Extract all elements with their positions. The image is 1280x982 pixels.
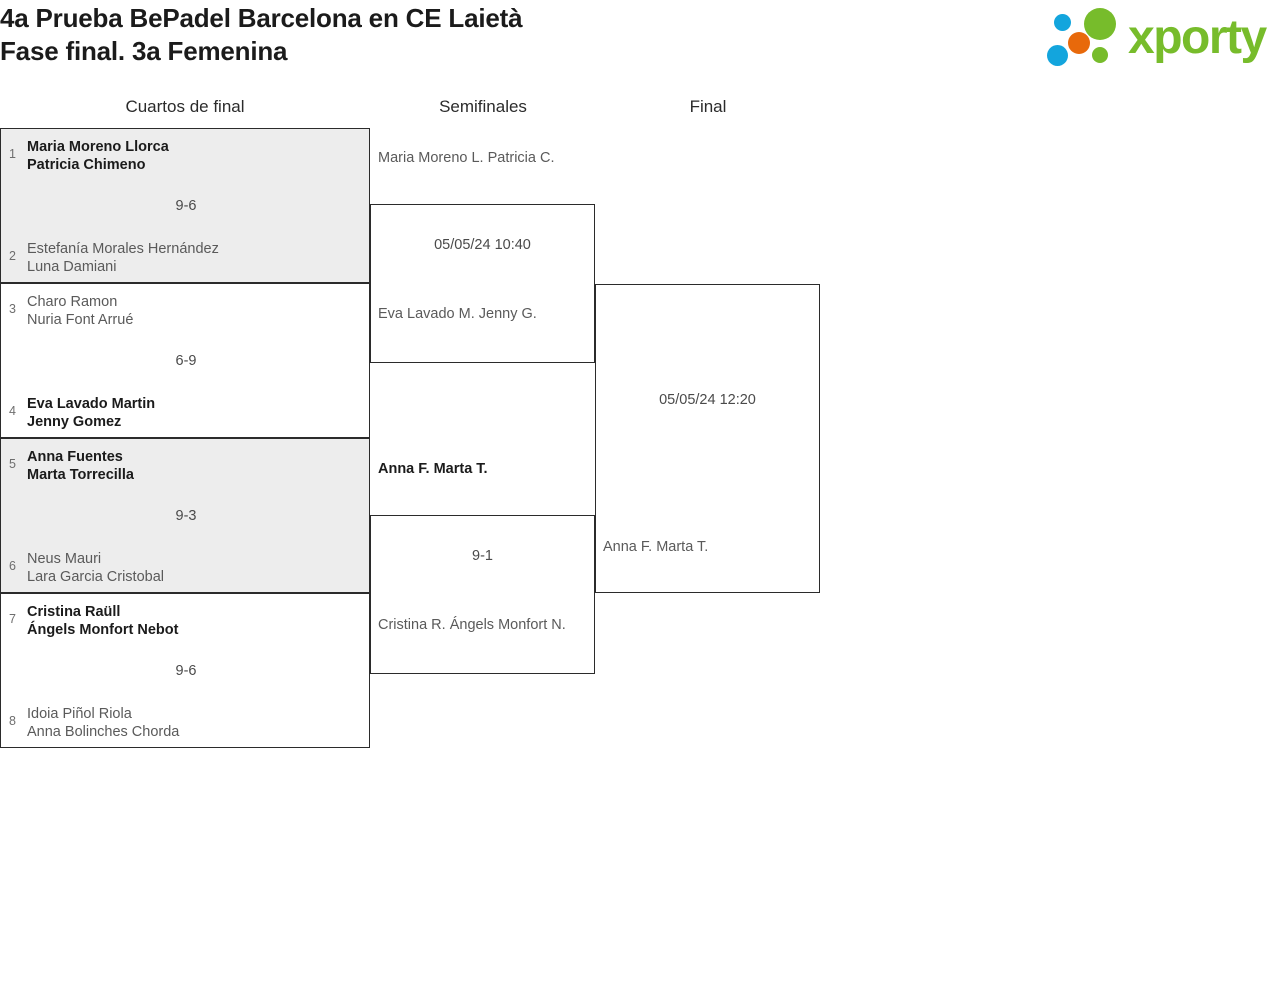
round-header-final: Final [689,97,727,116]
player-name: Nuria Font Arrué [27,312,134,328]
player-name: Patricia C. [487,150,555,166]
logo-dot-green-large-icon [1084,8,1116,40]
logo-dot-blue-top-icon [1054,14,1071,31]
team-slot-top: Maria Moreno Llorca Patricia Chimeno [27,138,169,174]
player-name: Neus Mauri [27,551,102,567]
match-schedule: 05/05/24 12:20 [659,392,756,408]
quarterfinal-match-3[interactable]: 5 Anna Fuentes Marta Torrecilla 9-3 6 Ne… [0,438,370,593]
team-slot-bottom: Estefanía Morales Hernández Luna Damiani [27,240,219,276]
player-name: Anna F. [603,539,653,555]
player-name: Estefanía Morales Hernández [27,241,219,257]
seed-number: 6 [9,559,16,573]
match-score: 6-9 [175,353,197,369]
quarterfinal-match-1[interactable]: 1 Maria Moreno Llorca Patricia Chimeno 9… [0,128,370,283]
seed-number: 4 [9,404,16,418]
player-name: Cristina R. [378,617,446,633]
player-name: Jenny Gomez [27,414,122,430]
seed-number: 3 [9,302,16,316]
team-slot-bottom: Anna F. Marta T. [603,538,708,556]
team-slot-top: Cristina Raüll Ángels Monfort Nebot [27,603,178,639]
player-name: Eva Lavado Martin [27,396,156,412]
player-name: Cristina Raüll [27,604,121,620]
seed-number: 1 [9,147,16,161]
final-match[interactable]: 05/05/24 12:20 Anna F. Marta T. [595,284,820,593]
page-title: 4a Prueba BePadel Barcelona en CE Laietà… [0,2,900,68]
team-slot-top: Charo Ramon Nuria Font Arrué [27,293,133,329]
match-score: 9-6 [175,663,197,679]
player-name: Luna Damiani [27,259,117,275]
logo-dot-orange-icon [1068,32,1090,54]
player-name: Anna Bolinches Chorda [27,724,180,740]
player-name: Marta T. [433,461,488,477]
seed-number: 5 [9,457,16,471]
team-slot-bottom: Eva Lavado M. Jenny G. [378,305,537,323]
player-name: Marta T. [656,539,709,555]
team-slot-bottom: Idoia Piñol Riola Anna Bolinches Chorda [27,705,179,741]
player-name: Jenny G. [478,306,537,322]
player-name: Marta Torrecilla [27,467,134,483]
team-slot-bottom: Eva Lavado Martin Jenny Gomez [27,395,155,431]
team-slot-top: Maria Moreno L. Patricia C. [378,149,555,167]
logo-dot-blue-bottom-icon [1047,45,1068,66]
seed-number: 2 [9,249,16,263]
semifinal-match-2[interactable]: Anna F. Marta T. 9-1 Cristina R. Ángels … [370,461,595,674]
player-name: Charo Ramon [27,294,118,310]
quarterfinal-match-4[interactable]: 7 Cristina Raüll Ángels Monfort Nebot 9-… [0,593,370,748]
match-score: 9-3 [175,508,197,524]
team-slot-bottom: Cristina R. Ángels Monfort N. [378,616,566,634]
player-name: Lara Garcia Cristobal [27,569,164,585]
seed-number: 7 [9,612,16,626]
player-name: Maria Moreno L. [378,150,484,166]
player-name: Maria Moreno Llorca [27,139,169,155]
team-slot-top: Anna Fuentes Marta Torrecilla [27,448,134,484]
xporty-logo[interactable]: xporty [1046,6,1276,70]
seed-number: 8 [9,714,16,728]
team-slot-top: Anna F. Marta T. [378,460,488,478]
player-name: Anna F. [378,461,430,477]
page-title-line1: 4a Prueba BePadel Barcelona en CE Laietà [0,3,523,33]
match-score: 9-6 [175,198,197,214]
round-header-quarterfinals: Cuartos de final [125,97,245,116]
team-slot-bottom: Neus Mauri Lara Garcia Cristobal [27,550,164,586]
round-header-semifinals: Semifinales [439,97,527,116]
match-score: 9-1 [472,548,493,564]
logo-dot-green-small-icon [1092,47,1108,63]
player-name: Idoia Piñol Riola [27,706,132,722]
player-name: Anna Fuentes [27,449,123,465]
quarterfinal-match-2[interactable]: 3 Charo Ramon Nuria Font Arrué 6-9 4 Eva… [0,283,370,438]
player-name: Patricia Chimeno [27,157,146,173]
page-title-line2: Fase final. 3a Femenina [0,36,288,66]
logo-wordmark: xporty [1128,11,1267,64]
player-name: Ángels Monfort Nebot [27,622,179,638]
logo-dots-icon [1046,8,1138,66]
player-name: Eva Lavado M. [378,306,475,322]
match-schedule: 05/05/24 10:40 [434,237,531,253]
semifinal-match-1[interactable]: Maria Moreno L. Patricia C. 05/05/24 10:… [370,150,595,363]
player-name: Ángels Monfort N. [449,617,566,633]
